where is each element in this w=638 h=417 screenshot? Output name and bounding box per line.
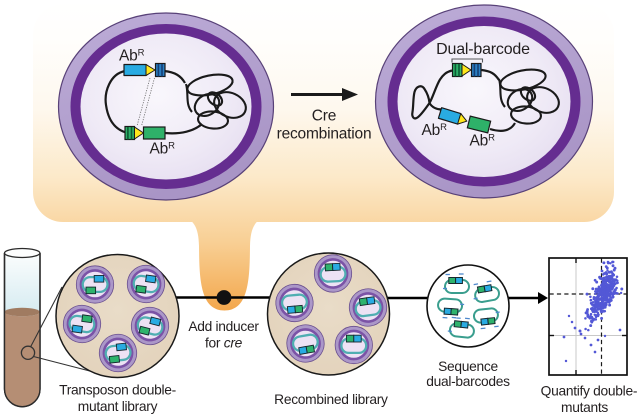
svg-text:for cre: for cre xyxy=(205,336,243,351)
svg-text:Sequence: Sequence xyxy=(438,359,498,374)
svg-text:Cre: Cre xyxy=(312,108,336,125)
svg-text:Transposon double-: Transposon double- xyxy=(59,383,176,398)
svg-text:Add inducer: Add inducer xyxy=(188,319,259,334)
svg-text:mutant library: mutant library xyxy=(78,399,158,414)
svg-text:Recombined library: Recombined library xyxy=(274,392,388,407)
svg-text:mutants: mutants xyxy=(561,400,608,415)
svg-text:recombination: recombination xyxy=(277,126,372,143)
svg-text:dual-barcodes: dual-barcodes xyxy=(426,374,510,389)
svg-text:Dual-barcode: Dual-barcode xyxy=(436,41,530,58)
svg-text:Quantify double-: Quantify double- xyxy=(541,384,637,399)
